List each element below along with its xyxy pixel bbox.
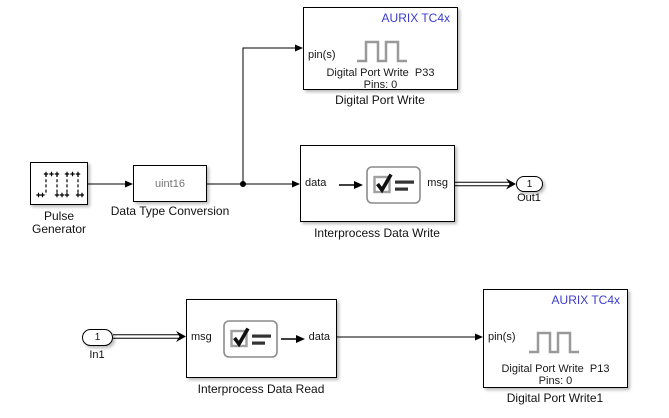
interprocess-data-read-block[interactable]: msg data: [186, 299, 337, 378]
port-label-msg: msg: [427, 177, 448, 189]
digital-port-write1-block[interactable]: AURIX TC4x pin(s) Digital Port Write P13…: [483, 289, 628, 388]
data-type-conversion-label: Data Type Conversion: [110, 204, 230, 218]
in1-port[interactable]: 1: [82, 329, 113, 346]
out1-number: 1: [526, 178, 533, 190]
data-type-conversion-block[interactable]: uint16: [133, 165, 207, 202]
vendor-text: AURIX TC4x: [381, 11, 450, 25]
in1-label: In1: [89, 349, 105, 361]
port-label-data: data: [308, 331, 330, 343]
mask-text-line2: Pins: 0: [363, 79, 398, 91]
port-label-pins: pin(s): [488, 331, 516, 343]
port-label-pins: pin(s): [308, 49, 336, 61]
out1-label: Out1: [517, 192, 541, 204]
in1-number: 1: [94, 332, 101, 343]
wire-in1-to-msg[interactable]: [113, 331, 186, 342]
pulse-generator-label-line2: Generator: [31, 222, 87, 236]
pulse-generator-block[interactable]: [30, 162, 88, 205]
interprocess-data-write-label: Interprocess Data Write: [314, 226, 440, 240]
pulse-train-icon: [36, 171, 84, 198]
vendor-text: AURIX TC4x: [551, 293, 620, 307]
digital-port-write1-label: Digital Port Write1: [506, 391, 604, 405]
wire-pulse-to-conversion[interactable]: [88, 180, 133, 188]
wire-data-to-port-write1[interactable]: [337, 333, 483, 341]
interprocess-data-read-label: Interprocess Data Read: [197, 382, 325, 396]
interprocess-data-write-block[interactable]: data msg: [300, 145, 455, 222]
out1-port[interactable]: 1: [516, 176, 543, 192]
mask-text-line1: Digital Port Write P13: [501, 363, 610, 375]
wire-conversion-to-data-write[interactable]: [207, 180, 300, 188]
port-label-msg: msg: [191, 331, 212, 343]
digital-port-write-block[interactable]: AURIX TC4x pin(s) Digital Port Write P33…: [303, 7, 458, 91]
data-type-conversion-value: uint16: [155, 177, 185, 190]
wire-msg-to-out1[interactable]: [455, 178, 516, 190]
digital-port-write-label: Digital Port Write: [335, 93, 425, 107]
port-label-data: data: [305, 177, 327, 189]
message-checkbox-icon: [223, 320, 305, 358]
mask-text-line2: Pins: 0: [538, 375, 573, 387]
message-checkbox-icon: [339, 166, 421, 204]
pulse-generator-label-line1: Pulse: [43, 209, 75, 223]
wire-branch-to-port-write[interactable]: [242, 44, 303, 185]
square-wave-icon: [529, 331, 579, 354]
mask-text-line1: Digital Port Write P33: [326, 67, 435, 79]
square-wave-icon: [357, 40, 407, 63]
